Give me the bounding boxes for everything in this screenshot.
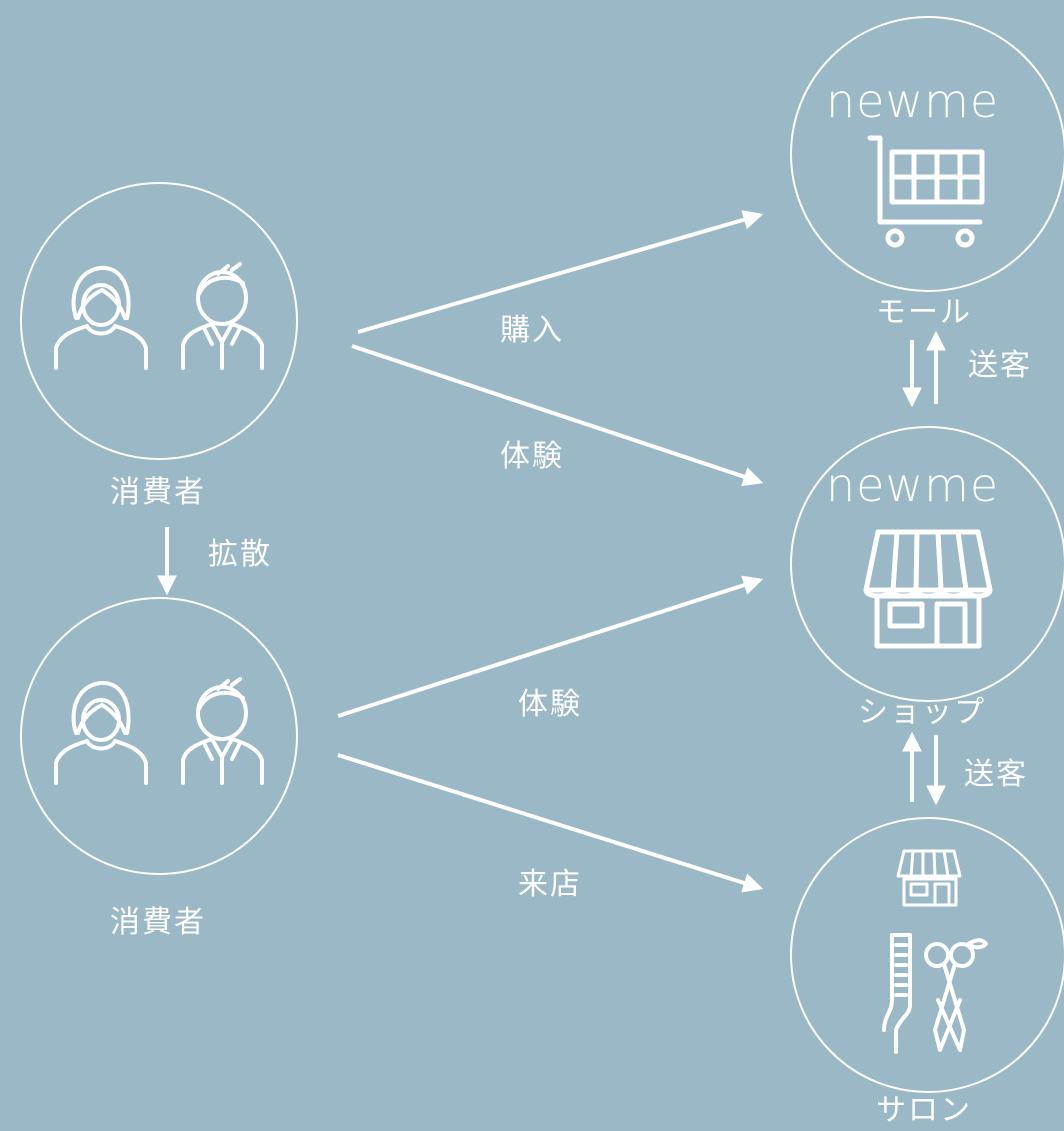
spread-label: 拡散 bbox=[208, 537, 272, 572]
purchase-label: 購入 bbox=[500, 313, 564, 348]
send-mall-shop-label: 送客 bbox=[968, 348, 1032, 383]
people-icon bbox=[54, 677, 264, 785]
shop-brand-logo: newme bbox=[826, 458, 1000, 512]
consumer-top-label: 消費者 bbox=[110, 475, 206, 510]
purchase-arrow bbox=[357, 210, 764, 334]
comb-icon bbox=[882, 933, 912, 1054]
experience-top-arrow bbox=[351, 344, 764, 487]
mall-brand-logo: newme bbox=[826, 74, 1000, 128]
consumer-bottom-circle bbox=[20, 597, 298, 875]
visit-label: 来店 bbox=[518, 867, 582, 902]
shop-label: ショップ bbox=[858, 695, 986, 730]
woman-icon bbox=[54, 680, 148, 785]
man-icon bbox=[181, 262, 264, 370]
visit-arrow bbox=[337, 753, 764, 893]
mall-circle bbox=[790, 16, 1064, 292]
consumer-top-circle bbox=[20, 182, 298, 460]
storefront-icon bbox=[863, 529, 993, 649]
cart-icon bbox=[867, 135, 985, 248]
experience-bottom-arrow bbox=[337, 575, 764, 718]
salon-label: サロン bbox=[876, 1093, 972, 1128]
scissors-icon bbox=[924, 938, 988, 1052]
consumer-bottom-label: 消費者 bbox=[110, 905, 206, 940]
experience-bottom-label: 体験 bbox=[518, 687, 582, 722]
shop-circle bbox=[790, 426, 1064, 702]
send-shop-salon-label: 送客 bbox=[964, 757, 1028, 792]
experience-top-label: 体験 bbox=[500, 439, 564, 474]
storefront-icon bbox=[896, 849, 962, 907]
people-icon bbox=[54, 262, 264, 370]
mall-label: モール bbox=[876, 295, 972, 330]
salon-circle bbox=[790, 817, 1064, 1093]
man-icon bbox=[181, 677, 264, 785]
woman-icon bbox=[54, 265, 148, 370]
